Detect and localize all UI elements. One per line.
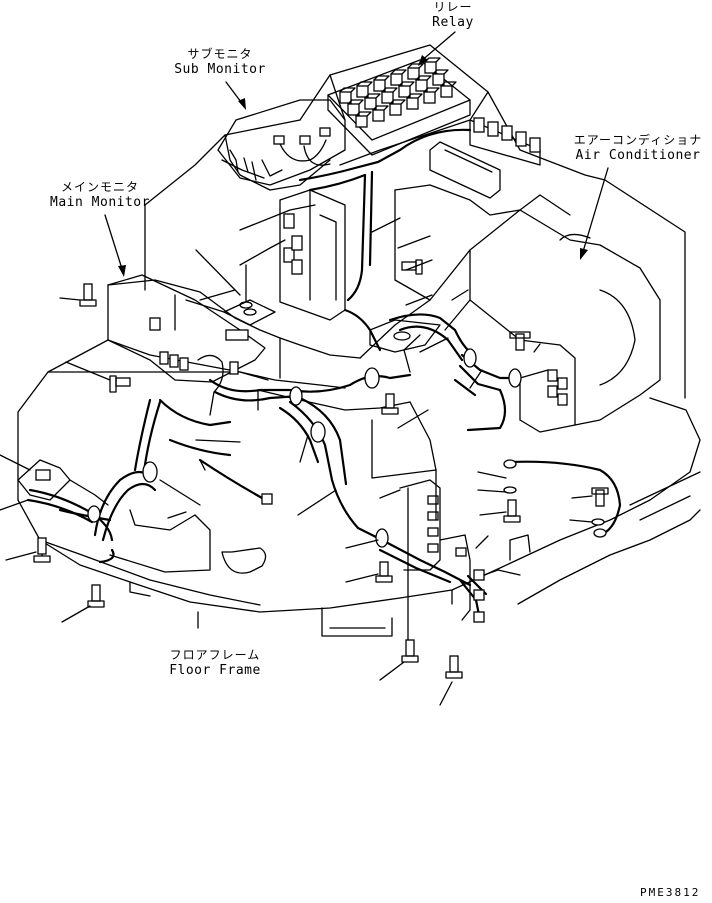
main-monitor-label-en: Main Monitor [50, 195, 150, 210]
sub-monitor-label-en: Sub Monitor [174, 62, 266, 77]
drawing-code: PME3812 [640, 886, 701, 899]
floor-frame-outline [17, 339, 701, 637]
air-conditioner-label-en: Air Conditioner [575, 148, 701, 163]
relay-cube-top [347, 99, 364, 105]
relay-cube-top [364, 93, 381, 99]
relay-cube-top [372, 105, 389, 111]
relay-cube-top [415, 75, 432, 81]
relay-cube [373, 79, 386, 92]
main-monitor-panel [107, 274, 266, 416]
air-conditioner-label: エアーコンディショナ Air Conditioner [568, 133, 708, 163]
relay-cube [423, 91, 436, 104]
main-monitor-label: メインモニタ Main Monitor [40, 180, 160, 210]
relay-cube [339, 91, 352, 104]
relay-cube-top [381, 87, 398, 93]
relay-cube-top [339, 87, 356, 93]
relay-cube [364, 97, 377, 110]
relay-cube [415, 79, 428, 92]
relay-cube [347, 103, 360, 116]
floor-frame-label: フロアフレーム Floor Frame [156, 648, 274, 678]
relay-cube [372, 109, 385, 122]
right-connector-bracket [399, 479, 521, 623]
relay-cube-top [355, 111, 372, 117]
relay-block [327, 57, 471, 156]
relay-cube [406, 97, 419, 110]
harness-clamps [87, 299, 522, 548]
relay-cube [381, 91, 394, 104]
cab-tray-outline [107, 44, 686, 479]
leader-lines [0, 217, 593, 706]
relay-cube [432, 73, 445, 86]
front-connector-cluster [17, 459, 211, 573]
relay-cube [424, 61, 437, 74]
air-conditioner-label-jp: エアーコンディショナ [573, 133, 703, 147]
relay-label-en: Relay [432, 15, 474, 30]
relay-cube-top [389, 99, 406, 105]
relay-cube [407, 67, 420, 80]
sub-monitor-label: サブモニタ Sub Monitor [160, 47, 280, 77]
relay-label: リレー Relay [418, 0, 488, 30]
floor-frame-label-jp: フロアフレーム [169, 648, 261, 662]
sub-monitor-label-jp: サブモニタ [187, 47, 253, 61]
relay-cube [390, 73, 403, 86]
relay-cube-top [398, 81, 415, 87]
relay-cube-top [390, 69, 407, 75]
sub-monitor-panel [217, 99, 346, 186]
relay-cube-top [406, 93, 423, 99]
relay-cube [355, 115, 368, 128]
air-conditioner-relays [429, 117, 541, 199]
relay-cube-top [423, 87, 440, 93]
bolts [33, 259, 609, 679]
main-monitor-label-jp: メインモニタ [60, 180, 139, 194]
relay-cube [398, 85, 411, 98]
relay-cube [389, 103, 402, 116]
floor-frame-label-en: Floor Frame [169, 663, 261, 678]
relay-cube-top [432, 69, 449, 75]
air-conditioner-unit [469, 194, 661, 433]
label-arrows [104, 31, 609, 277]
relay-cube [440, 85, 453, 98]
relay-cube-top [440, 81, 457, 87]
relay-cube-top [373, 75, 390, 81]
relay-cube-top [356, 81, 373, 87]
relay-cube-top [407, 63, 424, 69]
relay-cube [356, 85, 369, 98]
relay-label-jp: リレー [433, 0, 473, 14]
